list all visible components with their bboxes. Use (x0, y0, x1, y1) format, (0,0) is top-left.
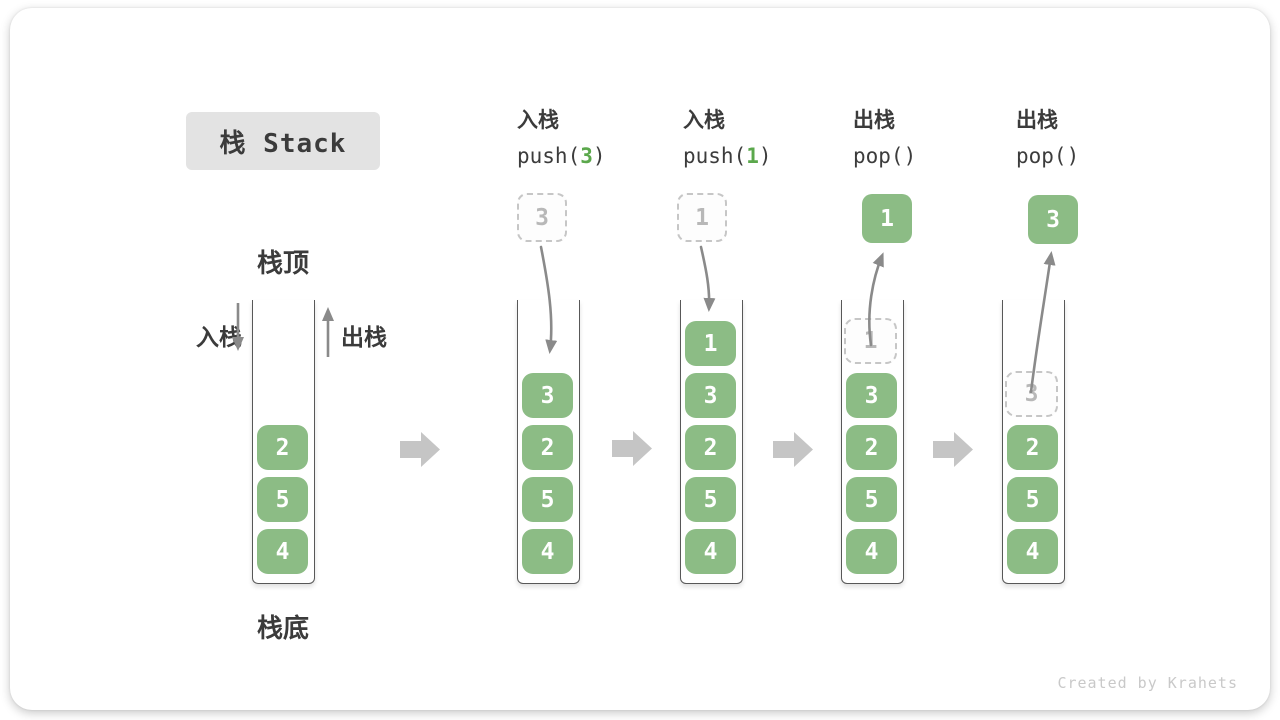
stack-bottom-label: 栈底 (256, 613, 309, 643)
stack-element: 2 (257, 425, 308, 470)
header-pop-1: 出栈 pop() (853, 107, 916, 171)
header-push-3: 入栈 push(3) (517, 107, 606, 171)
code-arg: 3 (580, 144, 593, 168)
code-fn: pop( (853, 144, 904, 168)
op-label: 入栈 (683, 109, 725, 132)
code-arg: 1 (746, 144, 759, 168)
code-fn: pop( (1016, 144, 1067, 168)
stack-element: 3 (685, 373, 736, 418)
stack-after-push-3: 3 2 5 4 (517, 300, 580, 584)
stack-after-push-1: 1 3 2 5 4 (680, 300, 743, 584)
code-label: push(1) (683, 141, 772, 171)
diagram-title: 栈 Stack (186, 112, 380, 170)
stack-element: 5 (846, 477, 897, 522)
stack-element: 2 (1007, 425, 1058, 470)
push-side-label: 入栈 (196, 324, 242, 350)
header-pop-3: 出栈 pop() (1016, 107, 1079, 171)
stack-element: 4 (257, 529, 308, 574)
incoming-element-box: 1 (677, 193, 727, 242)
stack-element: 4 (1007, 529, 1058, 574)
stack-element: 4 (685, 529, 736, 574)
code-label: push(3) (517, 141, 606, 171)
popped-element-box: 3 (1028, 195, 1078, 244)
code-close: ) (592, 144, 606, 168)
stack-element: 5 (522, 477, 573, 522)
stack-after-pop-1: 1 3 2 5 4 (841, 300, 904, 584)
header-push-1: 入栈 push(1) (683, 107, 772, 171)
stack-element: 4 (846, 529, 897, 574)
op-label: 出栈 (853, 109, 895, 132)
stack-element: 3 (846, 373, 897, 418)
code-label: pop() (853, 141, 916, 171)
op-label: 出栈 (1016, 109, 1058, 132)
stack-after-pop-3: 3 2 5 4 (1002, 300, 1065, 584)
stack-element: 2 (522, 425, 573, 470)
pop-side-label: 出栈 (341, 324, 387, 350)
stack-element: 5 (1007, 477, 1058, 522)
stack-initial: 2 5 4 (252, 300, 315, 584)
watermark: Created by Krahets (1057, 674, 1238, 692)
removed-element-ghost: 1 (844, 318, 897, 364)
code-label: pop() (1016, 141, 1079, 171)
stack-element: 1 (685, 321, 736, 366)
stack-element: 3 (522, 373, 573, 418)
stack-top-label: 栈顶 (256, 248, 309, 278)
code-close: ) (903, 144, 917, 168)
popped-element-box: 1 (862, 194, 912, 243)
stack-element: 4 (522, 529, 573, 574)
code-fn: push( (517, 144, 581, 168)
op-label: 入栈 (517, 109, 559, 132)
incoming-element-box: 3 (517, 193, 567, 242)
code-close: ) (1066, 144, 1080, 168)
code-close: ) (758, 144, 772, 168)
stack-element: 5 (685, 477, 736, 522)
stack-element: 2 (685, 425, 736, 470)
removed-element-ghost: 3 (1005, 371, 1058, 417)
stack-element: 5 (257, 477, 308, 522)
stack-element: 2 (846, 425, 897, 470)
code-fn: push( (683, 144, 747, 168)
